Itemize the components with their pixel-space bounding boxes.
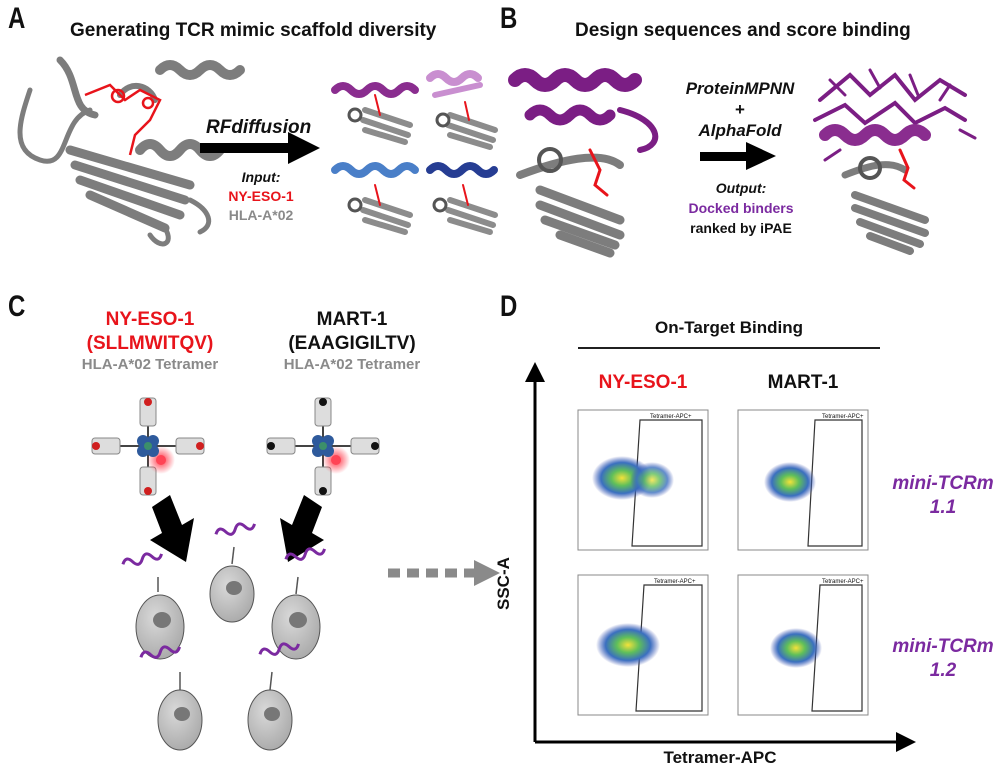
tool-alphafold: AlphaFold (698, 121, 782, 140)
rfdiffusion-label: RFdiffusion (206, 117, 312, 138)
output-block: Output: Docked binders ranked by iPAE (682, 178, 800, 238)
row-version: 1.2 (929, 660, 957, 681)
input-hla: HLA-A*02 (228, 207, 294, 223)
row-label-1: mini-TCRm 1.1 (888, 472, 998, 520)
gate-label: Tetramer-APC+ (654, 579, 696, 585)
tetramer-label-mart1: MART-1 (EAAGIGILTV) HLA-A*02 Tetramer (262, 308, 442, 374)
tetramer-name: NY-ESO-1 (105, 309, 195, 330)
row-name: mini-TCRm (892, 473, 994, 494)
column-label-nyeso: NY-ESO-1 (598, 372, 688, 393)
column-label-mart1: MART-1 (767, 372, 839, 393)
flow-plot-r2c1 (577, 574, 709, 716)
mpnn-arrow (700, 142, 776, 170)
panel-letter-d: D (500, 290, 518, 323)
flow-axes (525, 362, 916, 752)
flow-plot-r1c1 (577, 409, 709, 551)
panel-a-title: Generating TCR mimic scaffold diversity (70, 20, 437, 41)
output-ranking: ranked by iPAE (690, 220, 792, 236)
tool-proteinmpnn: ProteinMPNN (685, 79, 795, 98)
tetramer-subtitle: HLA-A*02 Tetramer (81, 356, 219, 373)
panel-b-title: Design sequences and score binding (575, 20, 911, 41)
yeast-cells (121, 522, 327, 751)
binding-arrows (150, 495, 324, 562)
peptide-a (84, 83, 162, 156)
on-target-header: On-Target Binding (655, 318, 803, 337)
output-label: Output: (715, 180, 767, 196)
input-label: Input: (241, 169, 281, 185)
tool-plus: + (735, 100, 745, 119)
protein-structure-a (17, 56, 245, 247)
scaffold-thumbnails (331, 70, 498, 235)
input-peptide: NY-ESO-1 (228, 188, 294, 204)
flow-arrow-dashed (388, 560, 500, 586)
gate-label: Tetramer-APC+ (822, 414, 864, 420)
rfdiffusion-arrow (200, 132, 320, 164)
gate-label: Tetramer-APC+ (650, 414, 692, 420)
flow-plot-r2c2 (737, 574, 869, 716)
tetramer-sequence: (SLLMWITQV) (86, 333, 214, 354)
docked-binder-ensemble (813, 68, 977, 255)
row-version: 1.1 (929, 497, 957, 518)
output-binders: Docked binders (688, 200, 794, 216)
tetramer-name: MART-1 (316, 309, 388, 330)
flow-plot-r1c2 (737, 409, 869, 551)
gate-label: Tetramer-APC+ (822, 579, 864, 585)
x-axis-label: Tetramer-APC (663, 748, 777, 767)
panel-letter-c: C (8, 290, 26, 323)
y-axis-label: SSC-A (494, 557, 513, 610)
tetramer-sequence: (EAAGIGILTV) (288, 333, 416, 354)
docked-binder-b (508, 68, 659, 258)
tetramer-label-nyeso: NY-ESO-1 (SLLMWITQV) HLA-A*02 Tetramer (60, 308, 240, 374)
tetramer-mart1 (266, 397, 380, 496)
tools-block: ProteinMPNN + AlphaFold (680, 78, 800, 142)
row-label-2: mini-TCRm 1.2 (888, 635, 998, 683)
panel-letter-b: B (500, 2, 518, 35)
panel-letter-a: A (8, 2, 26, 35)
row-name: mini-TCRm (892, 636, 994, 657)
tetramer-nyeso (91, 397, 205, 496)
tetramer-subtitle: HLA-A*02 Tetramer (283, 356, 421, 373)
input-block: Input: NY-ESO-1 HLA-A*02 (207, 168, 315, 225)
